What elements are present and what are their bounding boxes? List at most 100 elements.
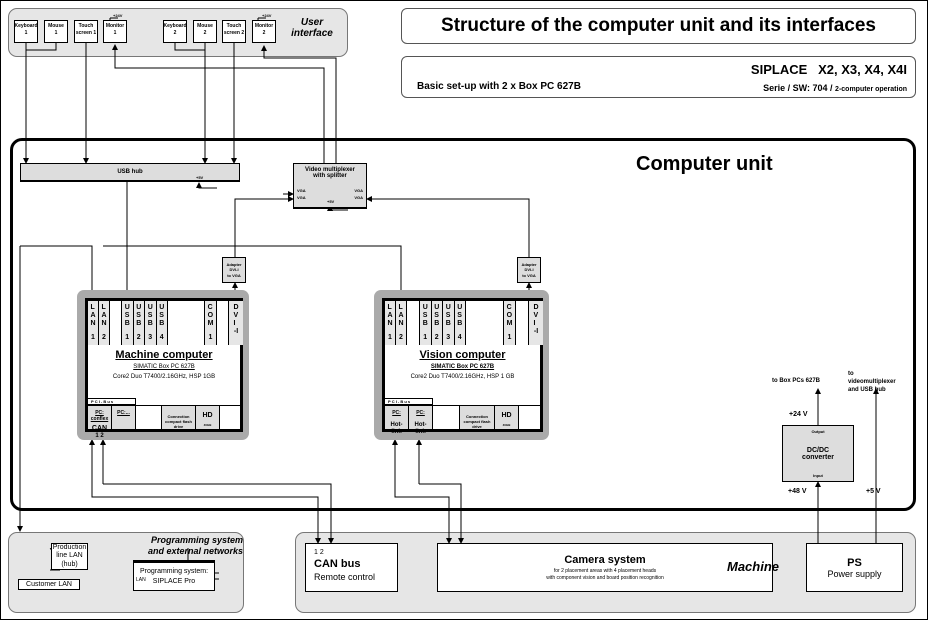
remote-control: Remote control bbox=[314, 572, 376, 582]
voltage-24v: +24 V bbox=[789, 411, 808, 418]
device-number: 2 bbox=[173, 29, 177, 36]
dcdc-input: Input bbox=[813, 473, 823, 478]
voltage-48v: +48 V bbox=[788, 488, 807, 495]
machine-models: SIPLACE X2, X3, X4, X4I bbox=[750, 62, 907, 77]
port-label: 2 bbox=[399, 334, 403, 341]
device-number: screen 2 bbox=[223, 29, 245, 36]
port-label: -I bbox=[533, 328, 539, 335]
subtitle-box: SIPLACE X2, X3, X4, X4I Basic set-up wit… bbox=[401, 56, 916, 98]
slot-blank bbox=[433, 406, 460, 429]
dcdc-output: Output bbox=[811, 429, 825, 434]
port-label: U S B bbox=[445, 304, 451, 327]
port-blank bbox=[407, 301, 420, 345]
machine-computer-spec: Core2 Duo T7400/2.16GHz, HSP 1GB bbox=[112, 374, 216, 380]
port-blank bbox=[168, 301, 205, 345]
port-label: Connection compact flash drive bbox=[463, 414, 491, 429]
device-number: 2 bbox=[203, 29, 207, 36]
port-lan-1: L A N 1 bbox=[385, 301, 396, 345]
port-label: U S B bbox=[422, 304, 428, 327]
machine-computer-model: SIMATIC Box PC 627B bbox=[133, 364, 195, 370]
port-blank bbox=[110, 301, 122, 345]
port-label: 1 bbox=[125, 334, 130, 341]
port-label: U S B bbox=[159, 304, 165, 327]
can-numbers: 1 2 bbox=[314, 549, 324, 556]
camera-system-box: Camera system for 2 placement areas with… bbox=[437, 543, 773, 592]
port-label: PC: bbox=[392, 410, 401, 416]
to-mux-label: to videomultiplexer and USB hub bbox=[848, 371, 896, 393]
programming-system-siplace-pro: Programming system: SIPLACE Pro bbox=[133, 560, 215, 591]
serie-text: Serie / SW: 704 / 2-computer operation bbox=[763, 83, 907, 93]
device-label: Keyboard bbox=[14, 23, 38, 29]
computer-unit-title: Computer unit bbox=[636, 153, 773, 175]
can-bus-box: 1 2 CAN bus Remote control bbox=[305, 543, 398, 592]
port-label: 1 bbox=[507, 334, 512, 341]
device-number: 1 bbox=[24, 29, 28, 36]
camera-desc: for 2 placement areas with 4 placement h… bbox=[553, 568, 657, 574]
port-label: HD bbox=[501, 412, 512, 419]
adapter-label: to VGA bbox=[522, 272, 536, 278]
pci-bus-label: P C I - B u s bbox=[385, 398, 433, 405]
mux-vga-in-1: VGA bbox=[297, 188, 306, 193]
port-label: L A N bbox=[387, 304, 393, 327]
port-label: Hot-link bbox=[390, 422, 403, 436]
port-blank bbox=[217, 301, 229, 345]
vision-computer-title: Vision computer bbox=[419, 349, 506, 361]
port-label: CAN bbox=[91, 425, 108, 432]
device-number: 2 bbox=[262, 29, 266, 36]
port-label: PC:... bbox=[117, 410, 130, 416]
port-label: L A N bbox=[90, 304, 96, 327]
page-title: Structure of the computer unit and its i… bbox=[401, 8, 916, 44]
adapter-label: Adapter bbox=[226, 262, 242, 268]
device-label: Touch bbox=[78, 23, 94, 29]
prog-label: Programming system: bbox=[139, 567, 209, 575]
port-label: U S B bbox=[434, 304, 440, 327]
prog-name: SIPLACE Pro bbox=[152, 577, 196, 585]
port-dvi-i: D V I-I bbox=[229, 301, 243, 345]
adapter-label: DVI-I bbox=[229, 267, 239, 273]
vision-computer-model: SIMATIC Box PC 627B bbox=[430, 364, 495, 370]
port-label: Hot-link bbox=[414, 422, 427, 436]
port-label: C O M bbox=[506, 304, 513, 327]
port-label: C O M bbox=[207, 304, 214, 327]
video-multiplexer: Video multiplexer with splitter VGA VGA … bbox=[293, 163, 367, 209]
port-label: -I bbox=[233, 328, 239, 335]
usb-hub-power: +5V bbox=[196, 175, 204, 180]
slot-blank bbox=[136, 406, 162, 429]
device-label: Touch bbox=[226, 23, 242, 29]
port-dvi-i: D V I-I bbox=[529, 301, 543, 345]
adapter-label: DVI-I bbox=[524, 267, 534, 273]
power-supply-box: PS Power supply bbox=[806, 543, 903, 592]
ps-title: PS bbox=[847, 556, 862, 569]
voltage-5v: +5 V bbox=[866, 488, 881, 495]
port-label: 2 bbox=[102, 334, 106, 341]
slot-row: PC:Hot-link PC:Hot-link Connection compa… bbox=[385, 405, 540, 435]
port-usb-3: U S B 3 bbox=[443, 301, 455, 345]
port-label: 3 bbox=[446, 334, 451, 341]
port-label: 1 bbox=[388, 334, 392, 341]
port-label: PC: bbox=[95, 410, 104, 416]
slot-hotlink-2: PC:Hot-link bbox=[409, 406, 433, 435]
programming-title: Programming system and external networks bbox=[147, 535, 243, 556]
to-box-pcs-label: to Box PCs 627B bbox=[772, 378, 821, 384]
device-number: screen 1 bbox=[75, 29, 97, 36]
port-label: 4 bbox=[457, 334, 462, 341]
slot-pc-other: PC:... bbox=[112, 406, 136, 429]
port-label: L A N bbox=[398, 304, 404, 327]
machine-title: Machine bbox=[727, 559, 780, 574]
device-number: 1 bbox=[54, 29, 58, 36]
port-label: D V I bbox=[533, 304, 539, 327]
port-label: L A N bbox=[101, 304, 107, 327]
